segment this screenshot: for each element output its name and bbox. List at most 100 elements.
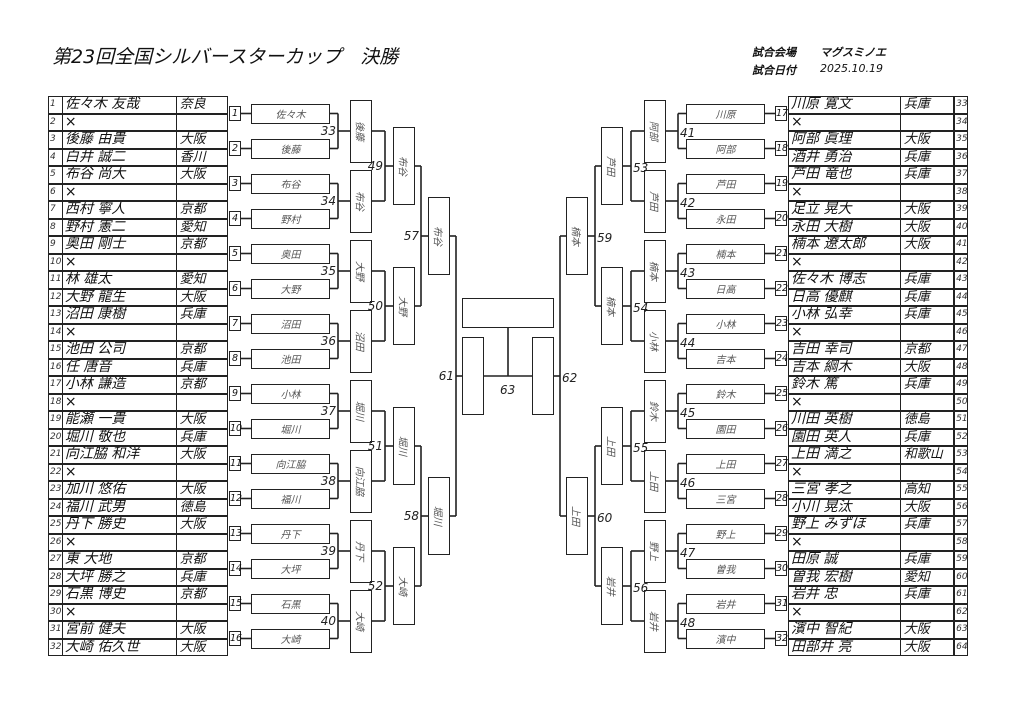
winner-name: 堀川 (396, 436, 408, 456)
round2-winner-box[interactable]: 堀川 (350, 379, 372, 443)
round1-match-number: 13 (229, 526, 243, 541)
round1-winner-box[interactable]: 吉本 (686, 348, 765, 369)
round1-winner-box[interactable]: 永田 (686, 208, 765, 229)
final-match-label: 63 (500, 383, 516, 397)
round2-winner-box[interactable]: 大崎 (350, 589, 372, 653)
round1-winner-box[interactable]: 向江脇 (251, 453, 330, 474)
round1-winner-box[interactable]: 石黒 (251, 593, 330, 614)
player-name: 大崎 佑久世 (64, 639, 140, 655)
round1-winner-box[interactable]: 奥田 (251, 243, 330, 264)
round2-winner-box[interactable]: 楠本 (644, 239, 666, 303)
player-name: 西村 寧人 (64, 202, 126, 217)
round1-winner-box[interactable]: 野村 (251, 208, 330, 229)
round2-winner-box[interactable]: 鈴木 (644, 379, 666, 443)
player-prefecture: 愛知 (175, 272, 227, 288)
round3-winner-box[interactable]: 大崎 (393, 547, 415, 625)
round2-winner-box[interactable]: 岩井 (644, 589, 666, 653)
player-prefecture: 兵庫 (175, 569, 227, 585)
round2-winner-box[interactable]: 後藤 (350, 99, 372, 163)
round3-winner-box[interactable]: 岩井 (601, 547, 623, 625)
round1-winner-box[interactable]: 岩井 (686, 593, 765, 614)
round2-winner-box[interactable]: 布谷 (350, 169, 372, 233)
round2-winner-box[interactable]: 阿部 (644, 99, 666, 163)
winner-name: 楠本 (647, 261, 659, 281)
round2-match-label: 36 (320, 334, 336, 348)
player-number: 9 (49, 237, 63, 253)
round2-winner-box[interactable]: 上田 (644, 449, 666, 513)
player-name: × (64, 604, 77, 620)
round1-match-number: 8 (229, 351, 241, 366)
player-prefecture (175, 394, 227, 410)
player-number: 62 (954, 604, 967, 620)
round3-winner-box[interactable]: 堀川 (393, 407, 415, 485)
round2-winner-box[interactable]: 沼田 (350, 309, 372, 373)
round1-winner-box[interactable]: 鈴木 (686, 383, 765, 404)
round4-winner-box[interactable]: 布谷 (428, 197, 450, 275)
round2-winner-box[interactable]: 丹下 (350, 519, 372, 583)
round3-winner-box[interactable]: 上田 (601, 407, 623, 485)
round1-winner-box[interactable]: 佐々木 (251, 103, 330, 124)
round2-winner-box[interactable]: 向江脇 (350, 449, 372, 513)
player-prefecture: 大阪 (175, 517, 227, 533)
round2-winner-box[interactable]: 野上 (644, 519, 666, 583)
semifinal-winner-box[interactable] (462, 337, 484, 415)
round2-winner-box[interactable]: 芦田 (644, 169, 666, 233)
round1-winner-box[interactable]: 園田 (686, 418, 765, 439)
round1-match-number: 10 (229, 421, 243, 436)
player-number: 45 (954, 307, 967, 323)
player-row: 62× (788, 603, 968, 621)
round1-winner-box[interactable]: 三宮 (686, 488, 765, 509)
round2-match-label: 48 (680, 616, 696, 630)
round1-winner-box[interactable]: 上田 (686, 453, 765, 474)
semifinal-winner-box[interactable] (532, 337, 554, 415)
round2-winner-box[interactable]: 大野 (350, 239, 372, 303)
round1-winner-box[interactable]: 小林 (251, 383, 330, 404)
round1-winner-box[interactable]: 濱中 (686, 628, 765, 649)
round1-winner-box[interactable]: 阿部 (686, 138, 765, 159)
round1-winner-box[interactable]: 芦田 (686, 173, 765, 194)
round1-match-number: 28 (775, 491, 789, 506)
round1-winner-box[interactable]: 野上 (686, 523, 765, 544)
round4-winner-box[interactable]: 堀川 (428, 477, 450, 555)
round1-winner-box[interactable]: 丹下 (251, 523, 330, 544)
round3-winner-box[interactable]: 大野 (393, 267, 415, 345)
round1-match-number: 26 (775, 421, 789, 436)
player-prefecture: 高知 (899, 482, 955, 498)
round3-winner-box[interactable]: 布谷 (393, 127, 415, 205)
player-name: 奥田 剛士 (64, 237, 126, 252)
round1-winner-box[interactable]: 日高 (686, 278, 765, 299)
round3-winner-box[interactable]: 楠本 (601, 267, 623, 345)
round2-winner-box[interactable]: 小林 (644, 309, 666, 373)
round4-winner-box[interactable]: 楠本 (566, 197, 588, 275)
semifinal-match-label: 62 (562, 371, 578, 385)
player-prefecture: 愛知 (899, 569, 955, 585)
round3-winner-box[interactable]: 芦田 (601, 127, 623, 205)
round1-winner-box[interactable]: 大野 (251, 278, 330, 299)
round1-match-number: 22 (775, 281, 789, 296)
round1-winner-box[interactable]: 後藤 (251, 138, 330, 159)
round1-winner-box[interactable]: 川原 (686, 103, 765, 124)
round1-winner-box[interactable]: 福川 (251, 488, 330, 509)
round1-winner-box[interactable]: 布谷 (251, 173, 330, 194)
round1-winner-box[interactable]: 曽我 (686, 558, 765, 579)
round1-winner-box[interactable]: 小林 (686, 313, 765, 334)
player-name: 永田 大樹 (791, 219, 852, 235)
winner-name: 丹下 (353, 541, 365, 561)
round4-winner-box[interactable]: 上田 (566, 477, 588, 555)
round1-winner-box[interactable]: 堀川 (251, 418, 330, 439)
round1-winner-box[interactable]: 大坪 (251, 558, 330, 579)
round1-winner-box[interactable]: 池田 (251, 348, 330, 369)
round1-winner-box[interactable]: 大崎 (251, 628, 330, 649)
round1-winner-box[interactable]: 沼田 (251, 313, 330, 334)
final-winner-box[interactable] (462, 298, 554, 328)
round1-winner-box[interactable]: 楠本 (686, 243, 765, 264)
player-name: 丹下 勝史 (64, 517, 126, 532)
